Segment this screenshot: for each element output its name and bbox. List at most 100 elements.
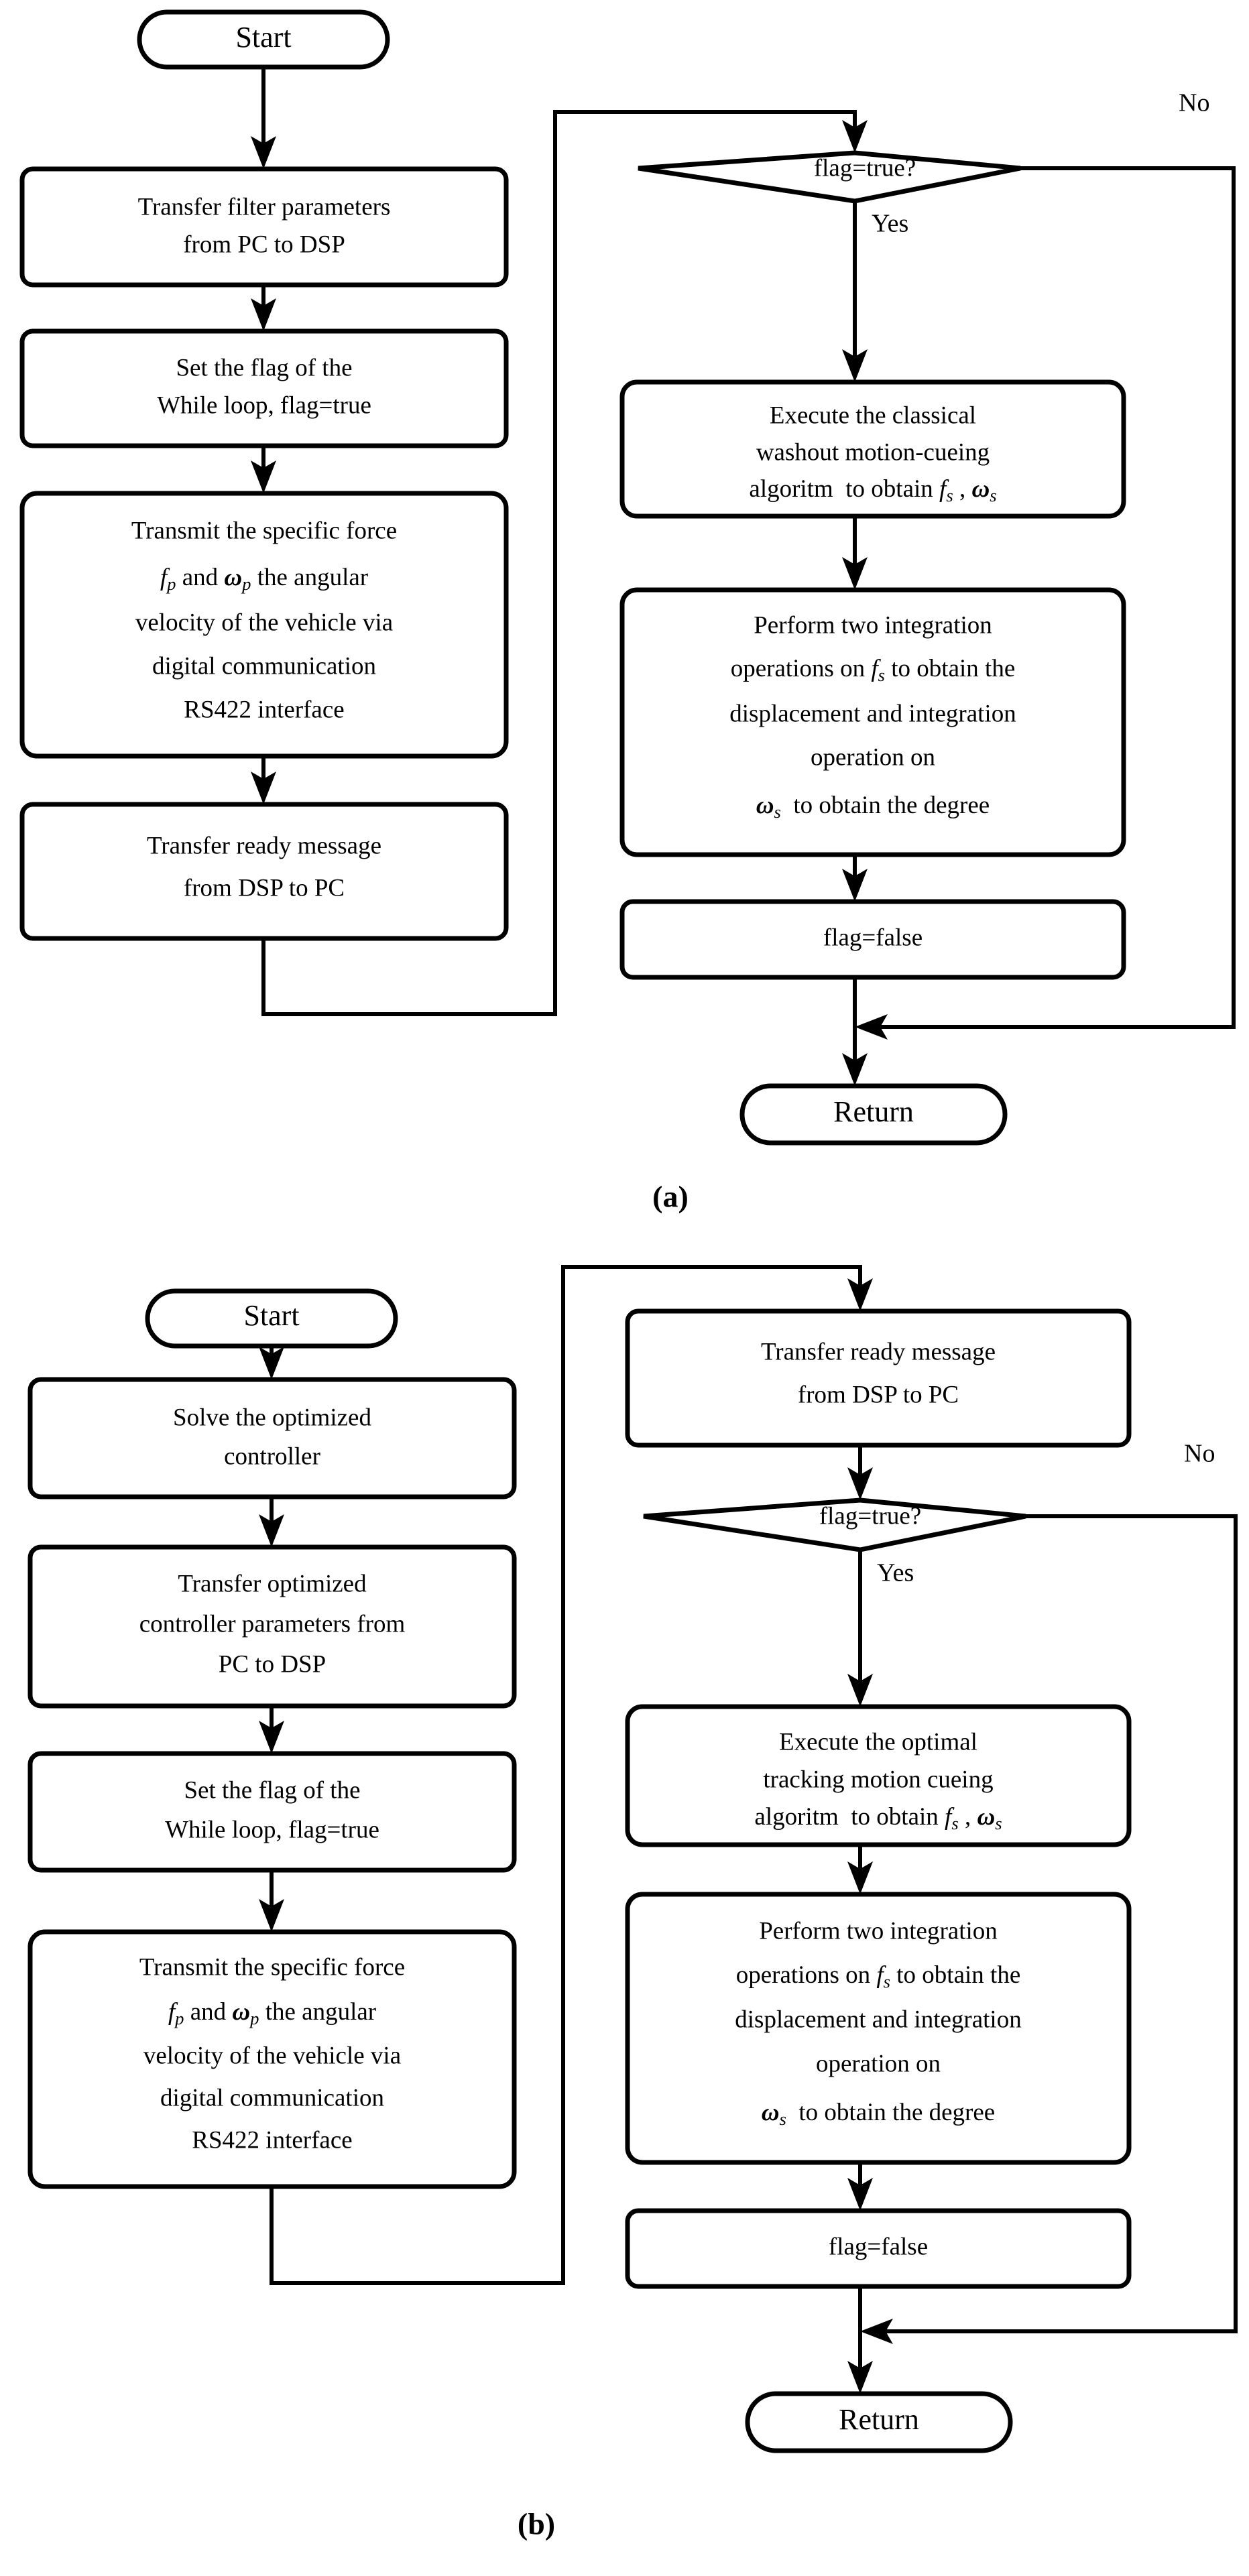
a-ready-msg-line1: Transfer ready message bbox=[147, 832, 381, 859]
node-b-execute[interactable]: Execute the optimal tracking motion cuei… bbox=[625, 1704, 1132, 1847]
a-return-shape bbox=[739, 1083, 1008, 1146]
b-ready-msg-line1: Transfer ready message bbox=[761, 1338, 996, 1365]
node-b-transfer-ctrl[interactable]: Transfer optimized controller parameters… bbox=[27, 1544, 517, 1709]
b-ready-msg-shape bbox=[625, 1308, 1132, 1448]
a-set-flag-shape bbox=[19, 328, 509, 448]
a-execute-line2: washout motion-cueing bbox=[756, 438, 990, 466]
node-b-set-flag[interactable]: Set the flag of the While loop, flag=tru… bbox=[27, 1751, 517, 1873]
b-integrate-line5: ωs to obtain the degree bbox=[762, 2099, 995, 2129]
a-transfer-filter-line1: Transfer filter parameters bbox=[138, 193, 391, 221]
arrowhead-a7 bbox=[842, 557, 868, 590]
arrowhead-b10 bbox=[847, 2361, 873, 2394]
b-decision-label: flag=true? bbox=[819, 1502, 921, 1530]
arrowhead-b4 bbox=[259, 1899, 284, 1932]
a-integrate-shape bbox=[619, 587, 1126, 857]
a-decision-label: flag=true? bbox=[814, 154, 916, 182]
node-b-return[interactable]: Return bbox=[745, 2391, 1013, 2453]
a-transmit-line2: fp and ωp the angular bbox=[160, 564, 368, 594]
node-a-transmit[interactable]: Transmit the specific force fp and ωp th… bbox=[19, 491, 509, 759]
arrowhead-b2 bbox=[259, 1514, 284, 1547]
arrowhead-b5 bbox=[847, 1278, 873, 1311]
b-integrate-line2: operations on fs to obtain the bbox=[736, 1961, 1021, 1991]
b-yes-label: Yes bbox=[877, 1559, 914, 1587]
node-b-decision[interactable]: flag=true? bbox=[643, 1497, 1026, 1552]
b-transfer-ctrl-line2: controller parameters from bbox=[139, 1610, 406, 1638]
node-b-transmit[interactable]: Transmit the specific force fp and ωp th… bbox=[27, 1929, 517, 2189]
b-transmit-line5: RS422 interface bbox=[192, 2126, 352, 2154]
node-a-transfer-filter[interactable]: Transfer filter parameters from PC to DS… bbox=[19, 166, 509, 288]
b-set-flag-shape bbox=[27, 1751, 517, 1873]
a-transfer-filter-line2: from PC to DSP bbox=[183, 231, 345, 258]
node-b-solve[interactable]: Solve the optimized controller bbox=[27, 1377, 517, 1499]
b-execute-shape bbox=[625, 1704, 1132, 1847]
b-integrate-line3: displacement and integration bbox=[735, 2006, 1021, 2033]
a-transmit-shape bbox=[19, 491, 509, 759]
b-integrate-shape bbox=[625, 1892, 1132, 2165]
a-transmit-line3: velocity of the vehicle via bbox=[135, 609, 393, 636]
b-transfer-ctrl-line1: Transfer optimized bbox=[178, 1570, 367, 1597]
a-integrate-line2: operations on fs to obtain the bbox=[731, 655, 1016, 685]
b-execute-line1: Execute the optimal bbox=[779, 1728, 977, 1756]
b-execute-line3: algoritm to obtain fs , ωs bbox=[754, 1803, 1002, 1833]
a-ready-msg-line2: from DSP to PC bbox=[184, 874, 345, 902]
a-transmit-line4: digital communication bbox=[152, 652, 376, 680]
node-b-flag-false[interactable]: flag=false bbox=[625, 2208, 1132, 2289]
a-transfer-filter-shape bbox=[19, 166, 509, 288]
a-execute-shape bbox=[619, 379, 1126, 519]
node-b-start[interactable]: Start bbox=[145, 1288, 398, 1349]
a-start-shape bbox=[137, 9, 390, 70]
node-b-ready-msg[interactable]: Transfer ready message from DSP to PC bbox=[625, 1308, 1132, 1448]
b-solve-line1: Solve the optimized bbox=[173, 1404, 371, 1431]
edge-a-loopback-to-decision bbox=[261, 110, 857, 1016]
b-no-label: No bbox=[1184, 1440, 1215, 1468]
b-transfer-ctrl-line3: PC to DSP bbox=[219, 1650, 326, 1678]
panel-b-caption: (b) bbox=[518, 2507, 555, 2541]
arrowhead-a2 bbox=[251, 298, 276, 331]
a-transmit-line5: RS422 interface bbox=[184, 696, 344, 723]
arrowhead-b7 bbox=[847, 1674, 873, 1707]
panel-b: Start Solve the optimized controller Tra… bbox=[27, 1265, 1238, 2541]
node-a-start[interactable]: Start bbox=[137, 9, 390, 70]
b-start-shape bbox=[145, 1288, 398, 1349]
node-b-integrate[interactable]: Perform two integration operations on fs… bbox=[625, 1892, 1132, 2165]
b-solve-shape bbox=[27, 1377, 517, 1499]
b-execute-line2: tracking motion cueing bbox=[763, 1766, 993, 1793]
node-a-return[interactable]: Return bbox=[739, 1083, 1008, 1146]
a-set-flag-line2: While loop, flag=true bbox=[157, 391, 371, 419]
panel-a-connectors bbox=[251, 49, 1236, 1086]
edge-b-decision-no bbox=[877, 1514, 1238, 2333]
b-transfer-ctrl-shape bbox=[27, 1544, 517, 1709]
node-a-flag-false[interactable]: flag=false bbox=[619, 899, 1126, 980]
b-return-shape bbox=[745, 2391, 1013, 2453]
b-transmit-line2: fp and ωp the angular bbox=[168, 1998, 376, 2028]
b-set-flag-line2: While loop, flag=true bbox=[165, 1816, 379, 1843]
b-decision-shape bbox=[643, 1497, 1026, 1552]
b-transmit-line4: digital communication bbox=[160, 2084, 384, 2111]
arrowhead-b6 bbox=[847, 1467, 873, 1500]
a-integrate-line3: displacement and integration bbox=[729, 700, 1016, 727]
panel-b-connectors bbox=[259, 1265, 1238, 2394]
a-start-label: Start bbox=[235, 21, 291, 54]
node-a-ready-msg[interactable]: Transfer ready message from DSP to PC bbox=[19, 802, 509, 941]
arrowhead-a10 bbox=[855, 1014, 888, 1040]
a-return-label: Return bbox=[833, 1095, 914, 1128]
arrowhead-a1 bbox=[251, 136, 276, 169]
node-a-execute[interactable]: Execute the classical washout motion-cue… bbox=[619, 379, 1126, 519]
node-a-decision[interactable]: flag=true? bbox=[638, 150, 1021, 204]
b-integrate-line1: Perform two integration bbox=[759, 1917, 998, 1945]
arrowhead-b3 bbox=[259, 1721, 284, 1754]
arrowhead-a9 bbox=[842, 1053, 868, 1086]
a-decision-shape bbox=[638, 150, 1021, 204]
arrowhead-b8 bbox=[847, 1861, 873, 1894]
node-a-integrate[interactable]: Perform two integration operations on fs… bbox=[619, 587, 1126, 857]
b-transmit-line3: velocity of the vehicle via bbox=[143, 2042, 401, 2069]
b-flag-false-label: flag=false bbox=[829, 2233, 928, 2260]
b-start-label: Start bbox=[243, 1299, 299, 1332]
a-transmit-line1: Transmit the specific force bbox=[131, 517, 397, 544]
arrowhead-b9 bbox=[847, 2178, 873, 2211]
node-a-set-flag[interactable]: Set the flag of the While loop, flag=tru… bbox=[19, 328, 509, 448]
a-ready-msg-shape bbox=[19, 802, 509, 941]
b-return-label: Return bbox=[839, 2403, 919, 2436]
